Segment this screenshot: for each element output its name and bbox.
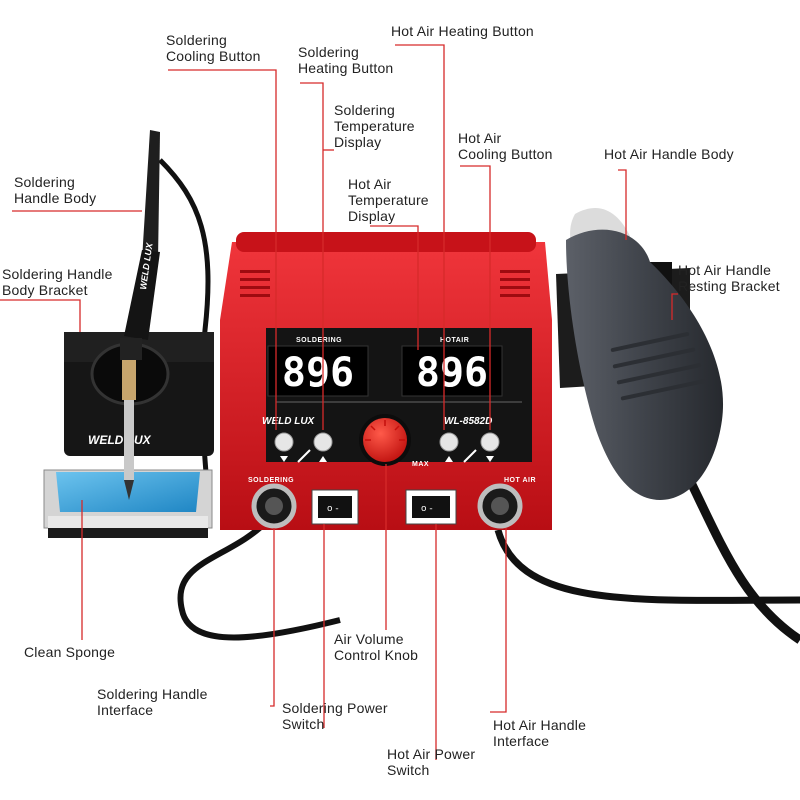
hot-air-cable-2	[494, 529, 800, 604]
model-label: WL-8582D	[444, 416, 492, 427]
soldering-down-arrow-icon	[280, 456, 288, 462]
hot-air-display-value: 896	[416, 350, 488, 396]
iron-cable	[158, 158, 213, 521]
soldering-cable	[177, 517, 341, 641]
leader-lines	[0, 44, 678, 760]
hot-air-handle-body	[566, 208, 724, 500]
soldering-handle-body-bracket: WELD LUX	[64, 332, 214, 456]
brand-label: WELD LUX	[262, 416, 316, 427]
hot-air-heating-button[interactable]	[439, 432, 459, 452]
soldering-handle-body: WELD LUX	[120, 130, 160, 500]
left-port-caption: SOLDERING	[248, 477, 294, 484]
max-label: MAX	[412, 461, 429, 468]
hot-air-down-arrow-icon	[486, 456, 494, 462]
right-port-caption: HOT AIR	[504, 477, 536, 484]
bracket-brand: WELD LUX	[88, 433, 152, 447]
iron-pictogram-icon	[297, 449, 311, 463]
hot-air-caption: HOTAIR	[440, 337, 469, 344]
hot-air-pictogram-icon	[463, 449, 477, 463]
hot-air-power-switch[interactable]	[412, 496, 450, 518]
soldering-cooling-button[interactable]	[274, 432, 294, 452]
label-hot-air-handle-body: Hot Air Handle Body	[604, 146, 734, 162]
hot-air-cooling-button[interactable]	[480, 432, 500, 452]
soldering-up-arrow-icon	[319, 456, 327, 462]
soldering-power-switch[interactable]	[318, 496, 352, 518]
label-hot-air-heating-button: Hot Air Heating Button	[391, 23, 534, 39]
svg-text:o -: o -	[421, 504, 433, 514]
soldering-temperature-display	[267, 345, 369, 397]
label-clean-sponge: Clean Sponge	[24, 644, 116, 660]
soldering-display-value: 896	[282, 350, 354, 396]
clean-sponge	[43, 469, 213, 538]
soldering-heating-button[interactable]	[313, 432, 333, 452]
hot-air-cable	[675, 457, 800, 644]
hot-air-temperature-display	[401, 345, 503, 397]
soldering-caption: SOLDERING	[296, 337, 342, 344]
svg-text:o -: o -	[327, 504, 339, 514]
hot-air-up-arrow-icon	[445, 456, 453, 462]
